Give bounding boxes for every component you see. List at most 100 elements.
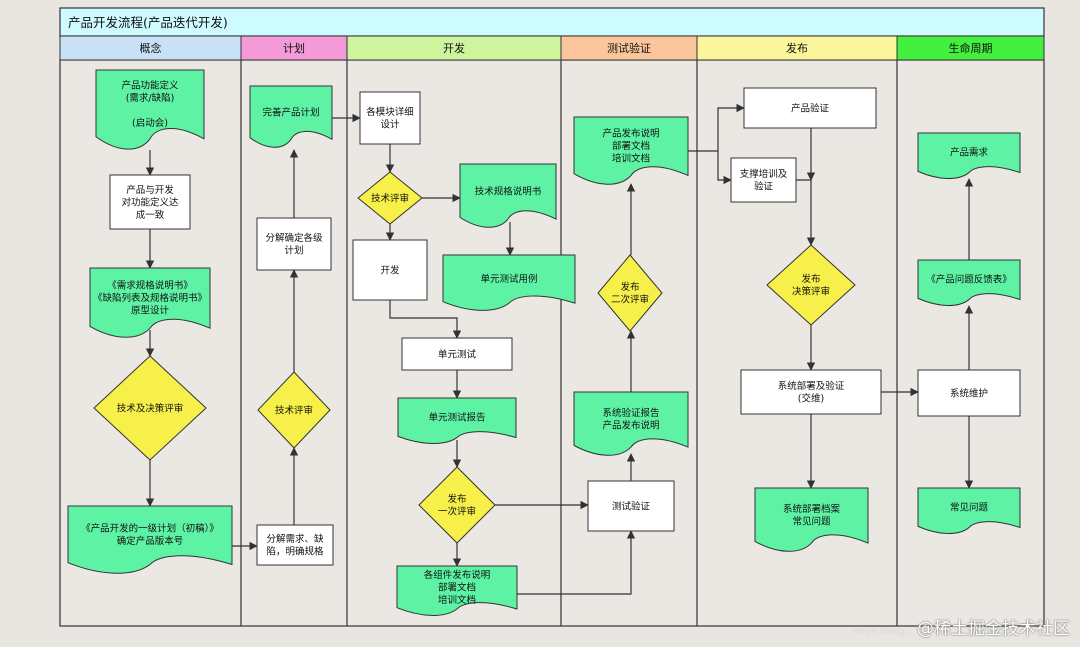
product-def-label-line: (启动会) [132,117,168,129]
training-label-line: 验证 [754,181,774,193]
req-spec-label-line: 《缺陷列表及规格说明书》 [93,292,207,304]
decompose-plan-process-shape [256,217,332,271]
develop-node: 开发 [352,239,428,301]
req-spec-document-shape [89,267,211,338]
deploy-verify-process-shape [740,369,882,415]
deploy-verify-label-line: (交维) [798,393,824,405]
module-design-label-line: 各模块详细 [366,106,414,118]
module-design-process-shape [359,91,421,145]
req-spec-node: 《需求规格说明书》《缺陷列表及规格说明书》原型设计 [89,267,211,338]
lane-header-test [560,35,698,61]
refine-plan-label-line: 完善产品计划 [262,106,319,118]
lane-header-concept [59,35,242,61]
consensus-label-line: 产品与开发 [126,184,174,196]
release-docs-label-line: 部署文档 [612,140,650,152]
flow-arrow [717,151,732,185]
flow-arrow [517,530,636,595]
product-needs-label-line: 产品需求 [950,147,989,159]
unit-test-report-node: 单元测试报告 [397,397,517,444]
split-needs-node: 分解需求、缺陷，明确规格 [256,524,334,566]
develop-label-line: 开发 [380,264,400,276]
consensus-label: 产品与开发对功能定义达成一致 [121,184,179,221]
product-def-label: 产品功能定义(需求/缺陷) (启动会) [121,79,179,129]
release-decision-label-line: 发布 [801,273,820,285]
training-process-shape [730,157,797,203]
release-review-2-label-line: 发布 [620,281,639,293]
component-docs-document-shape [396,565,518,616]
diagram-title: 产品开发流程(产品迭代开发) [68,15,228,30]
watermark-url: https://blog... [852,627,913,637]
unit-test-case-label: 单元测试用例 [480,273,537,285]
release-docs-label-line: 产品发布说明 [602,127,659,139]
tech-spec-label-line: 技术规格说明书 [475,185,542,197]
refine-plan-document-shape [249,85,333,148]
product-def-node: 产品功能定义(需求/缺陷) (启动会) [95,69,205,150]
feedback-form-label-line: 《产品问题反馈表》 [926,274,1012,286]
faq-label-line: 常见问题 [950,502,989,514]
module-design-node: 各模块详细设计 [359,91,421,145]
consensus-process-shape [109,174,191,230]
training-label: 支撑培训及验证 [740,168,788,193]
product-def-label-line: 产品功能定义 [121,79,179,91]
product-verify-label-line: 产品验证 [791,102,830,114]
watermark-text: @稀土掘金技术社区 [917,619,1070,639]
tech-review-plan-label-line: 技术评审 [275,404,313,416]
test-verify-process-shape [587,480,675,532]
component-docs-label: 各组件发布说明部署文档培训文档 [424,569,491,606]
training-label-line: 支撑培训及 [740,168,788,180]
flow-arrow [389,300,462,339]
unit-test-process-shape [401,337,513,371]
release-docs-label: 产品发布说明部署文档培训文档 [602,127,659,164]
component-docs-label-line: 培训文档 [438,594,476,606]
decompose-plan-node: 分解确定各级计划 [256,217,332,271]
lane-label-release: 发布 [786,41,808,55]
split-needs-label-line: 分解需求、缺 [266,533,324,545]
deploy-archive-label-line: 常见问题 [792,516,831,528]
first-plan-label: 《产品开发的一级计划（初稿）》确定产品版本号 [81,523,219,548]
product-verify-node: 产品验证 [743,87,877,129]
decompose-plan-label-line: 分解确定各级 [265,232,323,244]
unit-test-label-line: 单元测试 [438,348,477,360]
tech-decision-label-line: 技术及决策评审 [117,402,184,414]
first-plan-label-line: 《产品开发的一级计划（初稿）》 [81,523,219,535]
tech-review-dev-node: 技术评审 [357,171,423,225]
first-plan-node: 《产品开发的一级计划（初稿）》确定产品版本号 [67,505,233,574]
sys-verify-report-node: 系统验证报告产品发布说明 [573,391,689,456]
consensus-label-line: 成一致 [136,209,165,221]
training-node: 支撑培训及验证 [730,157,797,203]
test-verify-node: 测试验证 [587,480,675,532]
split-needs-label-line: 陷，明确规格 [266,546,324,558]
req-spec-label-line: 《需求规格说明书》 [107,279,193,291]
release-review-2-label-line: 二次评审 [611,294,649,306]
product-def-document-shape [95,69,205,150]
deploy-archive-label-line: 系统部署档案 [783,503,841,515]
maintenance-label: 系统维护 [950,387,988,399]
develop-process-shape [352,239,428,301]
tech-decision-label: 技术及决策评审 [117,402,184,414]
faq-label: 常见问题 [950,502,989,514]
tech-review-plan-label: 技术评审 [275,404,313,416]
release-review-2-node: 发布二次评审 [597,254,663,332]
lane-label-concept: 概念 [140,41,162,55]
refine-plan-node: 完善产品计划 [249,85,333,148]
release-review-1-label-line: 一次评审 [438,506,476,518]
component-docs-node: 各组件发布说明部署文档培训文档 [396,565,518,616]
release-docs-node: 产品发布说明部署文档培训文档 [573,116,689,185]
lane-label-test: 测试验证 [607,41,651,55]
tech-review-plan-decision-shape [257,371,331,449]
lane-header-lifecycle [896,35,1045,61]
deploy-archive-label: 系统部署档案常见问题 [783,503,841,528]
product-def-label-line: (需求/缺陷) [126,92,175,104]
component-docs-label-line: 部署文档 [438,581,476,593]
consensus-node: 产品与开发对功能定义达成一致 [109,174,191,230]
title-bar [59,7,1045,37]
req-spec-label-line: 原型设计 [131,304,170,316]
product-verify-label: 产品验证 [791,102,830,114]
tech-review-plan-node: 技术评审 [257,371,331,449]
tech-review-dev-decision-shape [357,171,423,225]
tech-review-dev-label-line: 技术评审 [371,192,409,204]
sys-verify-report-label-line: 产品发布说明 [602,420,659,432]
release-review-1-decision-shape [418,466,496,544]
module-design-label-line: 设计 [380,119,400,131]
